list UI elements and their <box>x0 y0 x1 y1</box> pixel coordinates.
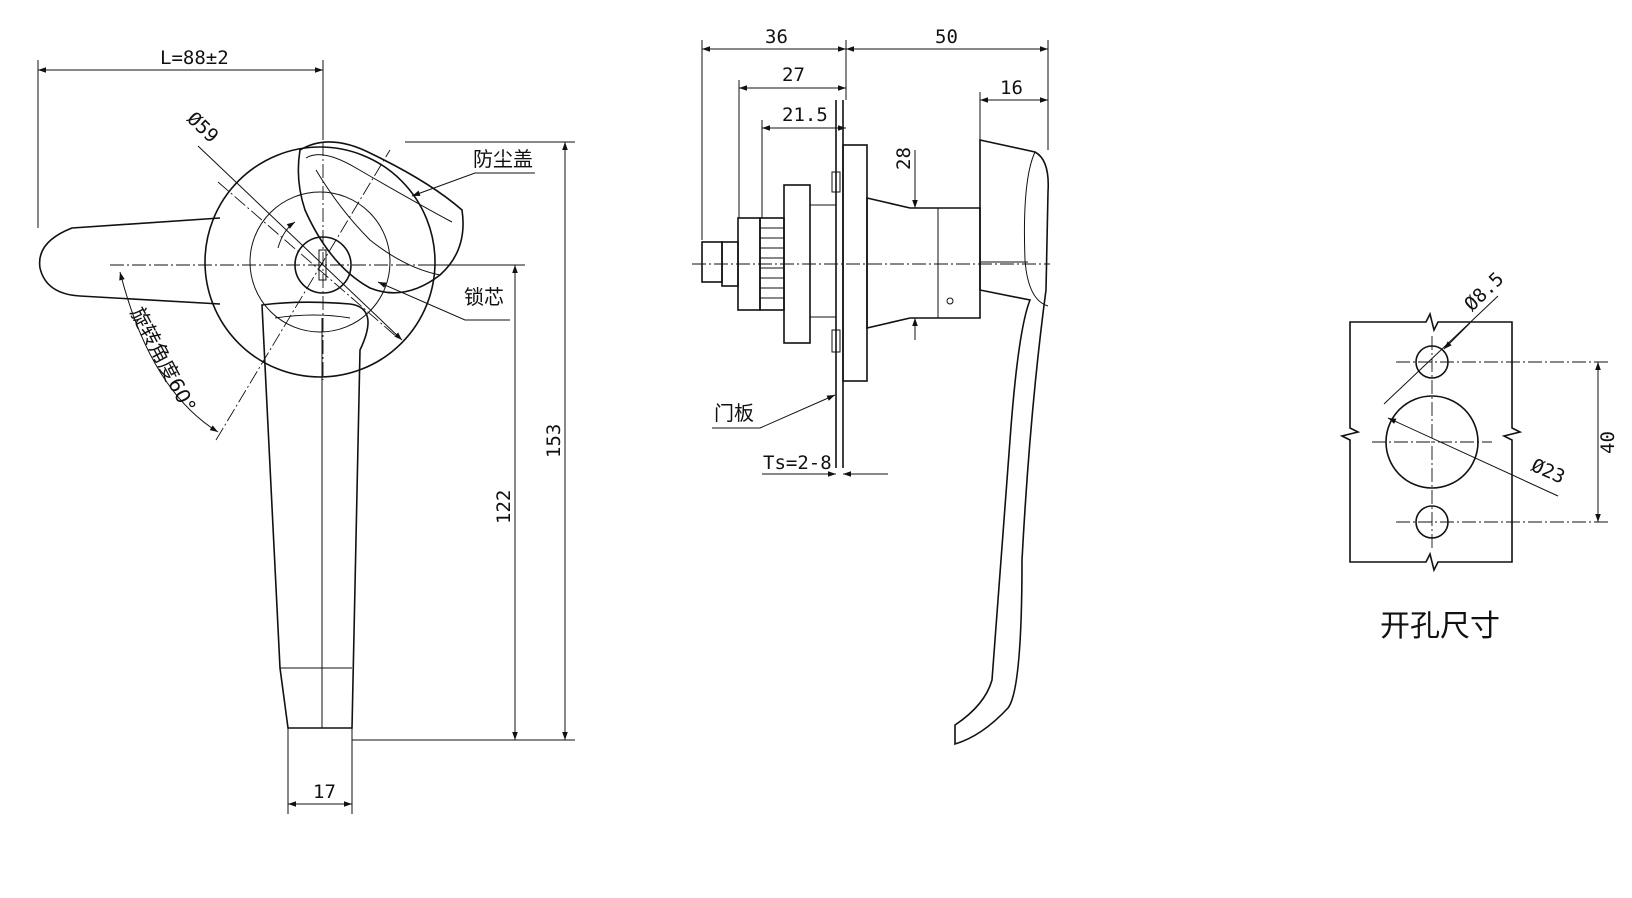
front-view: L=88±2 Ø59 防尘盖 锁芯 旋转角度60° 153 122 17 <box>37 47 575 814</box>
bottom-width-label: 17 <box>313 781 336 803</box>
diameter-label: Ø59 <box>183 108 223 148</box>
handle-top-contour <box>274 314 351 319</box>
dust-cover-edge-1 <box>305 154 453 223</box>
door-panel-label: 门板 <box>714 401 754 425</box>
dim-28-label: 28 <box>893 147 915 170</box>
rotation-arrow-icon <box>277 221 296 249</box>
cutout-view: Ø8.5 Ø23 40 开孔尺寸 <box>1339 268 1619 644</box>
dust-cover-leader <box>411 172 535 197</box>
escutcheon-inner-circle <box>249 191 391 333</box>
dim-16-label: 16 <box>1000 77 1023 99</box>
spindle-boss <box>866 196 981 330</box>
dim-21-5-label: 21.5 <box>782 104 828 126</box>
small-hole-leader <box>1383 295 1499 405</box>
dust-cover <box>297 141 464 294</box>
plate-clip <box>831 171 841 193</box>
base-plate <box>842 144 868 382</box>
plate-clip <box>831 329 841 353</box>
mounting-washer <box>809 204 837 318</box>
total-height-label: 153 <box>543 424 565 458</box>
handle-side-inner-contour <box>1023 151 1049 307</box>
handle-rear-arm <box>38 217 221 305</box>
handle-height-label: 122 <box>493 490 515 524</box>
dim-27-label: 27 <box>782 64 805 86</box>
thread-lines <box>760 227 784 299</box>
escutcheon-circle <box>204 146 436 378</box>
spacing-label: 40 <box>1597 431 1619 454</box>
lock-core-label: 锁芯 <box>464 285 504 309</box>
large-hole-label: Ø23 <box>1528 454 1568 488</box>
screw-head <box>701 241 723 283</box>
lock-core-leader <box>377 281 510 321</box>
handle-side-profile <box>954 139 1050 746</box>
cutout-caption: 开孔尺寸 <box>1380 609 1500 644</box>
thickness-label: Ts=2-8 <box>763 452 832 474</box>
large-hole-leader <box>1387 417 1559 497</box>
spindle-pin-hole <box>946 297 954 305</box>
diameter-leader <box>197 145 403 341</box>
side-view: 36 50 27 21.5 16 28 门板 Ts=2-8 <box>692 26 1050 746</box>
length-label: L=88±2 <box>160 47 229 69</box>
dim-50-label: 50 <box>935 26 958 48</box>
dust-cover-edge-2 <box>315 169 441 276</box>
rotation-centerline <box>217 181 399 339</box>
handle-body <box>261 301 369 729</box>
rotation-60-line <box>215 149 391 441</box>
dust-cover-label: 防尘盖 <box>473 147 533 171</box>
rotation-angle-arc <box>119 271 219 433</box>
door-panel-leader <box>712 394 836 429</box>
dim-36-label: 36 <box>765 26 788 48</box>
panel-cutout-outline <box>1339 311 1523 573</box>
rotation-angle-label: 旋转角度60° <box>126 303 201 416</box>
small-hole-arrow <box>1443 322 1471 350</box>
